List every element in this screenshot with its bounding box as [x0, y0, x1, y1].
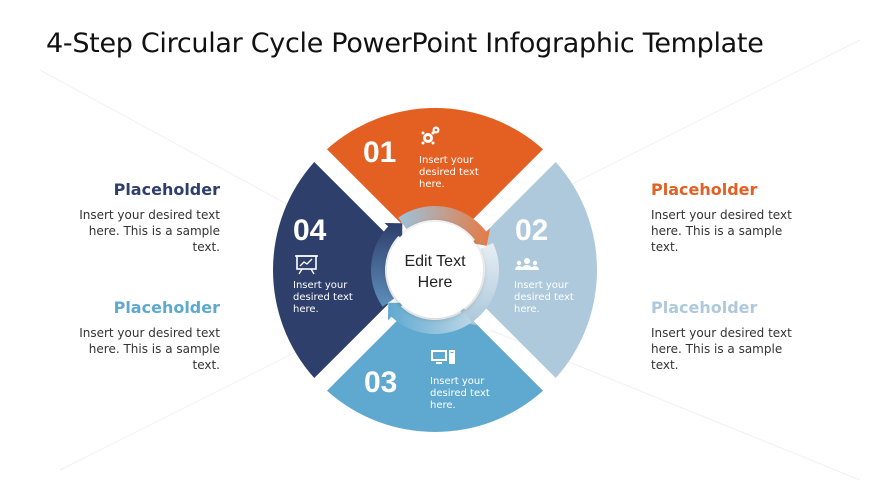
left-top-text: Insert your desired text here. This is a… [79, 208, 220, 254]
right-top-heading: Placeholder [651, 180, 758, 199]
segment-02-number: 02 [515, 214, 548, 247]
segment-02-text: Insert your desired text here. [514, 280, 577, 315]
left-top-heading: Placeholder [113, 180, 220, 199]
segment-04-number: 04 [293, 214, 327, 247]
segment-03-number: 03 [364, 366, 397, 399]
cycle-arrow-2 [459, 242, 499, 326]
segment-01[interactable] [326, 108, 544, 224]
page-title: 4-Step Circular Cycle PowerPoint Infogra… [46, 28, 764, 59]
right-bottom-text: Insert your desired text here. This is a… [651, 326, 792, 372]
segment-01-number: 01 [363, 136, 396, 169]
cycle-arrow-1 [398, 206, 491, 246]
cycle-arrow-4 [371, 222, 403, 307]
left-bottom-heading: Placeholder [113, 298, 220, 317]
users-icon [515, 258, 539, 270]
center-circle[interactable] [387, 222, 483, 318]
segment-01-text: Insert your desired text here. [419, 155, 482, 190]
left-bottom-text: Insert your desired text here. This is a… [79, 326, 220, 372]
right-bottom-heading: Placeholder [651, 298, 758, 317]
center-text-line2: Here [418, 274, 453, 291]
right-top-text: Insert your desired text here. This is a… [651, 208, 792, 254]
cycle-arrow-3 [387, 302, 472, 334]
segment-03-text: Insert your desired text here. [430, 376, 493, 411]
segment-03[interactable] [326, 316, 544, 432]
center-text-line1: Edit Text [404, 253, 466, 270]
segment-02[interactable] [481, 161, 597, 379]
presentation-board-icon [295, 255, 318, 275]
segment-04[interactable] [272, 161, 389, 379]
segment-04-text: Insert your desired text here. [293, 280, 356, 315]
computer-icon [431, 350, 455, 364]
gears-icon [421, 126, 440, 145]
